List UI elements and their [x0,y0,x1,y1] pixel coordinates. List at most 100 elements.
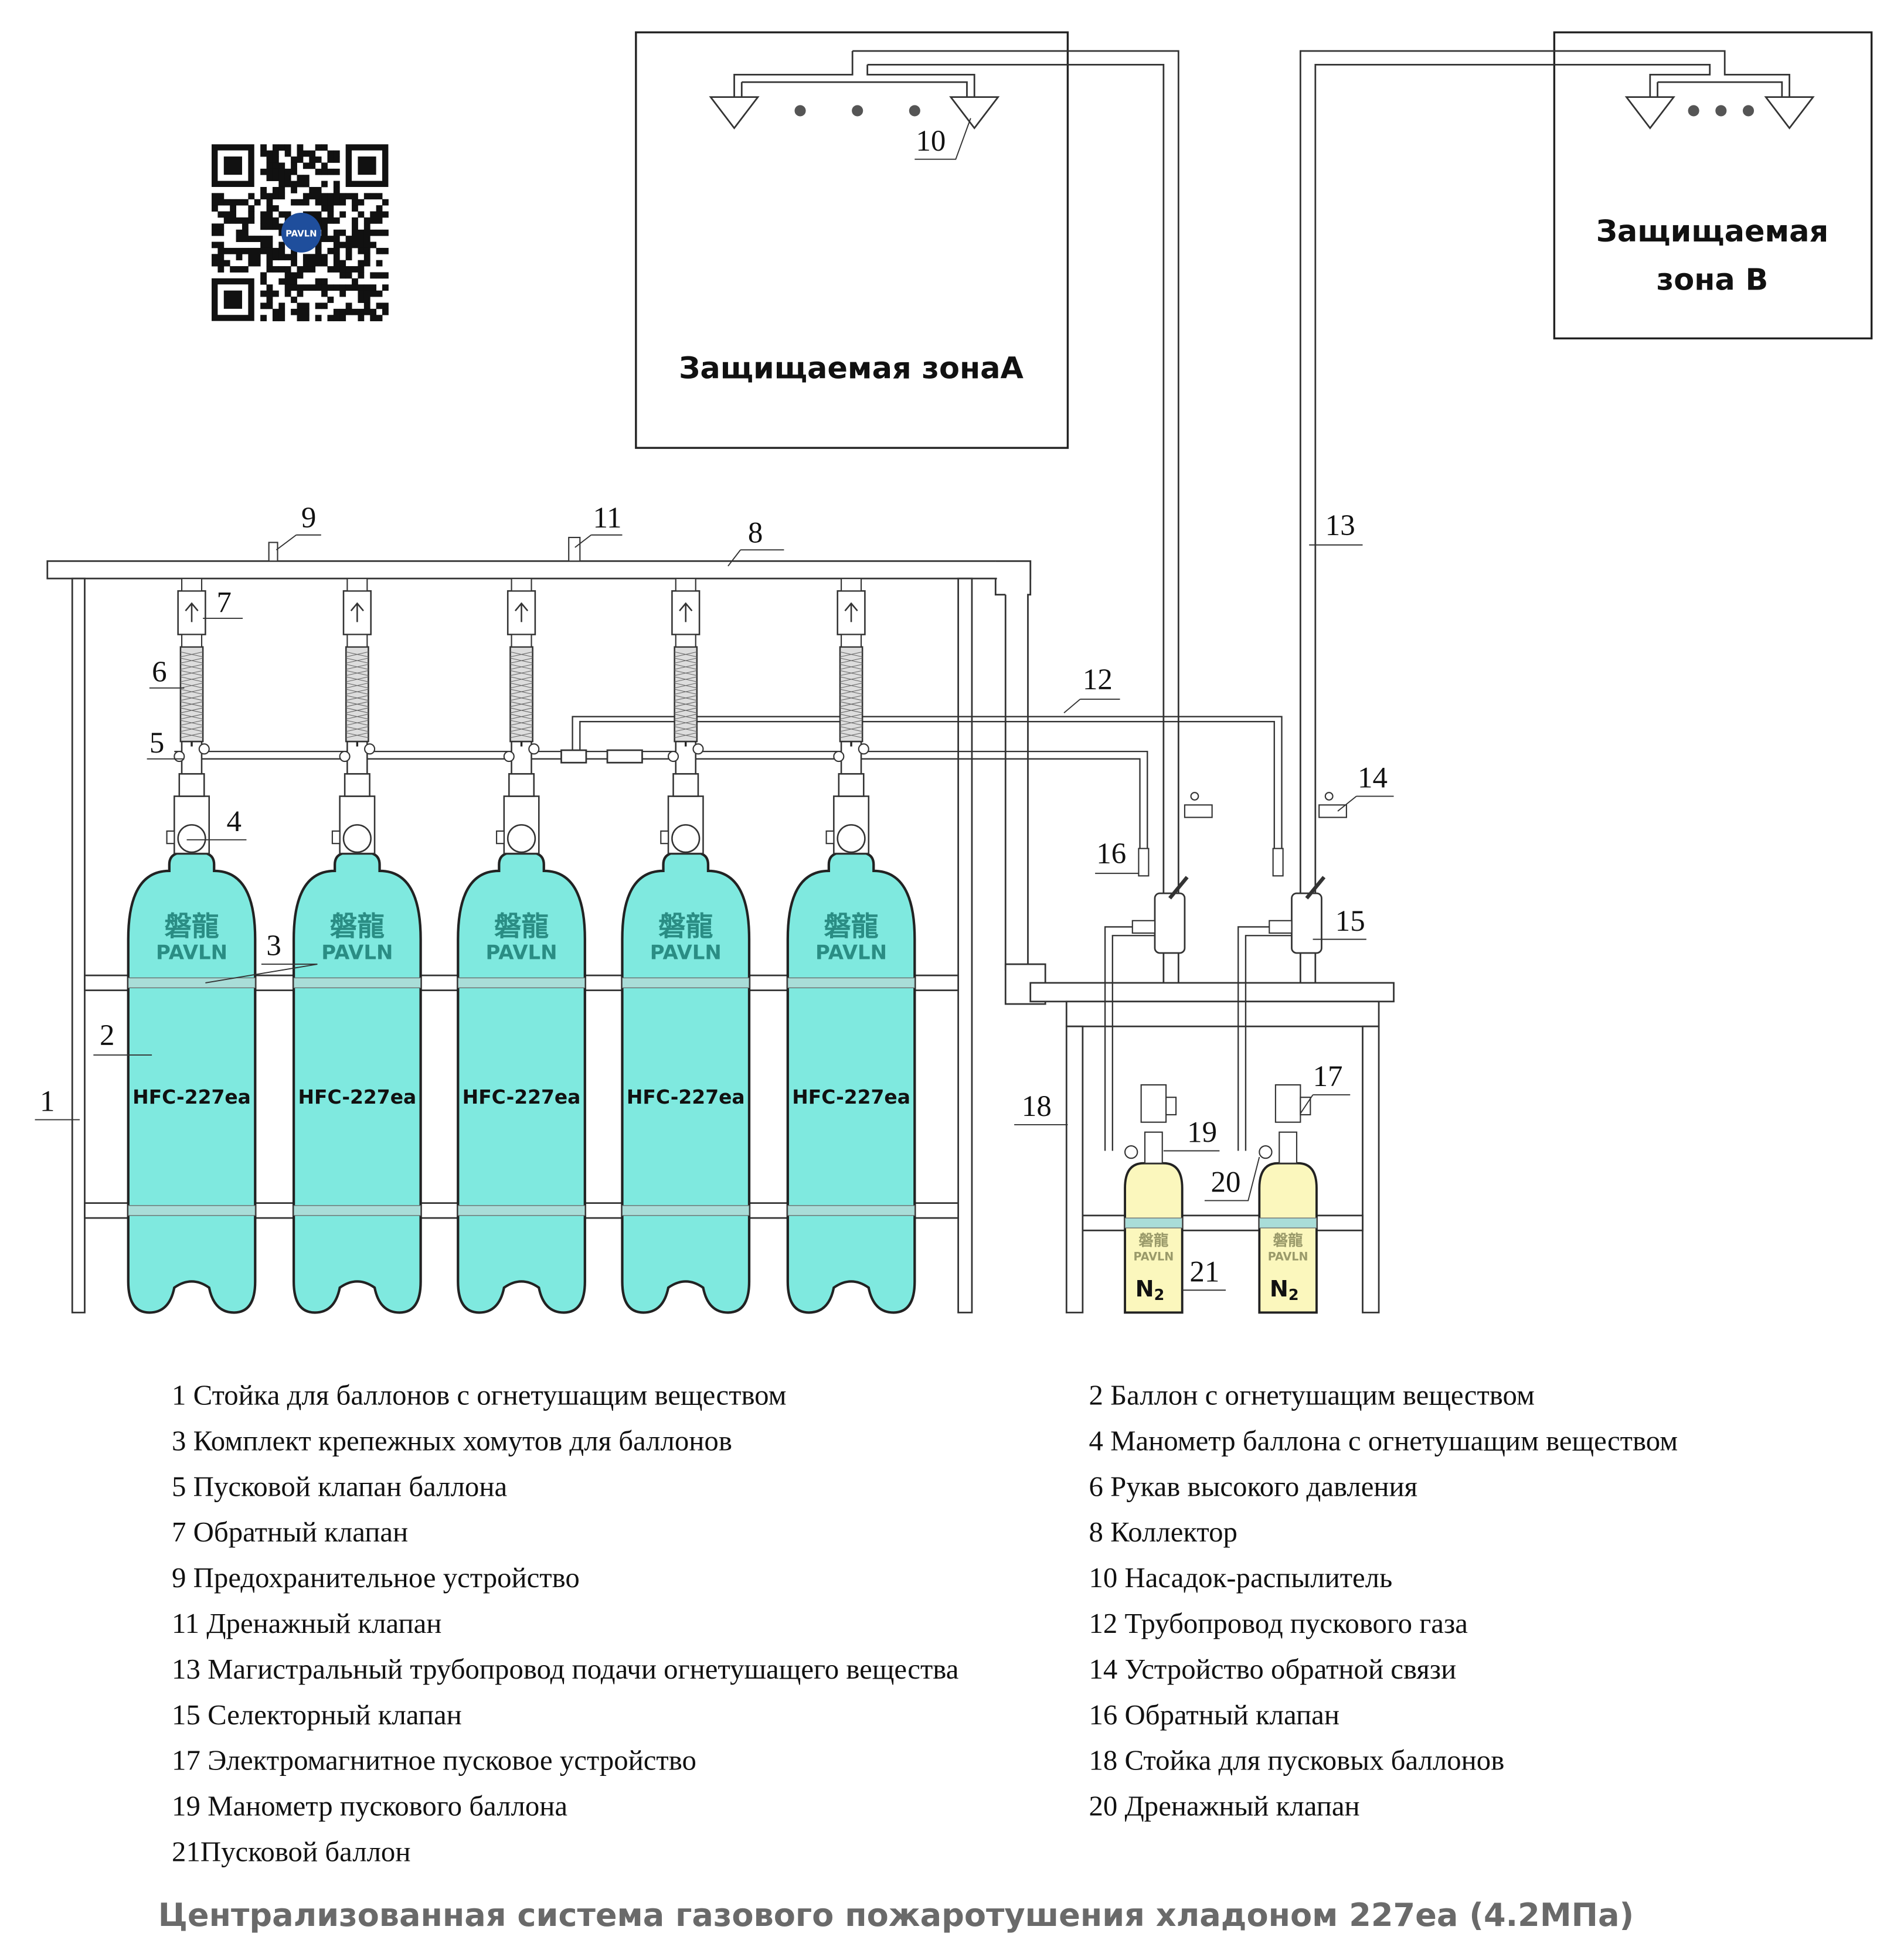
legend-item: 3 Комплект крепежных хомутов для баллоно… [172,1424,732,1456]
callout-number: 20 [1211,1166,1241,1199]
svg-text:磐龍: 磐龍 [1273,1232,1303,1250]
callout-number: 16 [1096,838,1126,870]
cylinder-clamp [128,977,256,989]
callout-number: 10 [916,125,946,158]
cylinder-brand-cn: 磐龍 [824,911,878,942]
cylinder-agent-label: HFC-227ea [463,1085,581,1108]
protected-zone-a [635,31,1069,449]
solenoid-actuator [1140,1084,1167,1123]
cylinder-agent-label: HFC-227ea [298,1085,417,1108]
callout-leader [574,534,623,548]
selector-valve [1291,892,1322,954]
callout-number: 15 [1335,905,1365,938]
cylinder-brand-cn: 磐龍 [494,911,549,942]
nozzle-icon [949,96,1000,130]
drain-valve [568,536,581,562]
cylinder-clamp [787,1205,915,1216]
legend-item: 12 Трубопровод пускового газа [1089,1607,1467,1639]
nozzle-dot [852,105,863,117]
safety-device [268,542,278,562]
cylinder-clamp [457,977,586,989]
cylinder-agent-label: HFC-227ea [132,1085,251,1108]
cylinder-clamp [293,1205,421,1216]
legend-item: 4 Манометр баллона с огнетушащим веществ… [1089,1424,1678,1456]
pilot-check-valve [1272,848,1284,877]
diagram-title: Централизованная система газового пожаро… [158,1897,1634,1934]
launch-valve [840,740,862,775]
legend-item: 10 Насадок-распылитель [1089,1561,1392,1594]
cylinder-brand: PAVLN [156,941,227,965]
callout-leader [727,549,784,567]
pilot-gas-pipe [174,716,1294,1151]
callout-number: 4 [226,805,241,838]
callout-number: 6 [152,656,166,689]
legend-item: 14 Устройство обратной связи [1089,1653,1456,1685]
protected-zone-b [1553,31,1873,340]
svg-text:PAVLN: PAVLN [1268,1250,1308,1263]
cylinder-brand: PAVLN [486,941,557,965]
legend-item: 19 Манометр пускового баллона [172,1790,567,1822]
nozzle-icon [1624,96,1675,130]
callout-number: 13 [1325,509,1355,542]
legend-item: 8 Коллектор [1089,1516,1237,1548]
legend-item: 18 Стойка для пусковых баллонов [1089,1744,1504,1776]
callout-number: 9 [301,502,316,535]
manometer-icon [837,824,866,853]
legend-item: 5 Пусковой клапан баллона [172,1470,507,1502]
callout-leader [1300,1094,1351,1114]
cylinder-brand-cn: 磐龍 [330,911,385,942]
legend-item: 6 Рукав высокого давления [1089,1470,1417,1502]
collector [46,560,1032,580]
selector-valve [1154,892,1186,954]
callout-number: 19 [1187,1117,1217,1149]
legend-item: 16 Обратный клапан [1089,1699,1339,1731]
cylinder-brand: PAVLN [321,941,393,965]
legend-item: 9 Предохранительное устройство [172,1561,580,1594]
qr-code [211,144,389,322]
nozzle-dot [1742,105,1755,117]
cylinder-clamp [787,977,915,989]
manometer-icon [177,824,206,853]
cylinder-brand-cn: 磐龍 [658,911,713,942]
nozzle-icon [1764,96,1815,130]
qr-logo [281,212,321,253]
callout-leader [1204,1156,1260,1202]
cylinder-clamp [621,1205,750,1216]
cylinder-agent-label: HFC-227ea [627,1085,745,1108]
callout-leader [1063,698,1120,714]
qr-logo-text: PAVLN [285,228,317,239]
callout-number: 5 [149,727,164,760]
feedback-device [1318,804,1347,818]
callout-number: 8 [748,516,763,549]
legend-item: 17 Электромагнитное пусковое устройство [172,1744,696,1776]
cylinder-brand: PAVLN [650,941,722,965]
cylinder-clamp [457,1205,586,1216]
nozzle-dot [1715,105,1727,117]
zone-a-pipe [733,50,1179,983]
legend-item: 15 Селекторный клапан [172,1699,462,1731]
manometer-icon [506,824,536,853]
callout-leader [1337,795,1394,812]
main-riser [994,560,1032,971]
pilot-cylinder-rack [1065,1000,1380,1313]
zone-b-pipe [1299,50,1790,983]
legend-item: 21Пусковой баллон [172,1836,410,1868]
pilot-check-valve [1138,848,1150,877]
callout-number: 12 [1083,663,1113,696]
legend: 1 Стойка для баллонов с огнетушащим веще… [172,1379,1678,1868]
callout-number: 18 [1022,1090,1052,1123]
zone-b-label-line2: зона B [1657,263,1769,298]
feedback-device [1184,804,1213,818]
legend-item: 2 Баллон с огнетушащим веществом [1089,1379,1534,1411]
callout-leader [205,964,318,983]
callout-number: 17 [1313,1060,1343,1093]
high-pressure-hose [674,646,698,743]
cylinder-clamp [621,977,750,989]
